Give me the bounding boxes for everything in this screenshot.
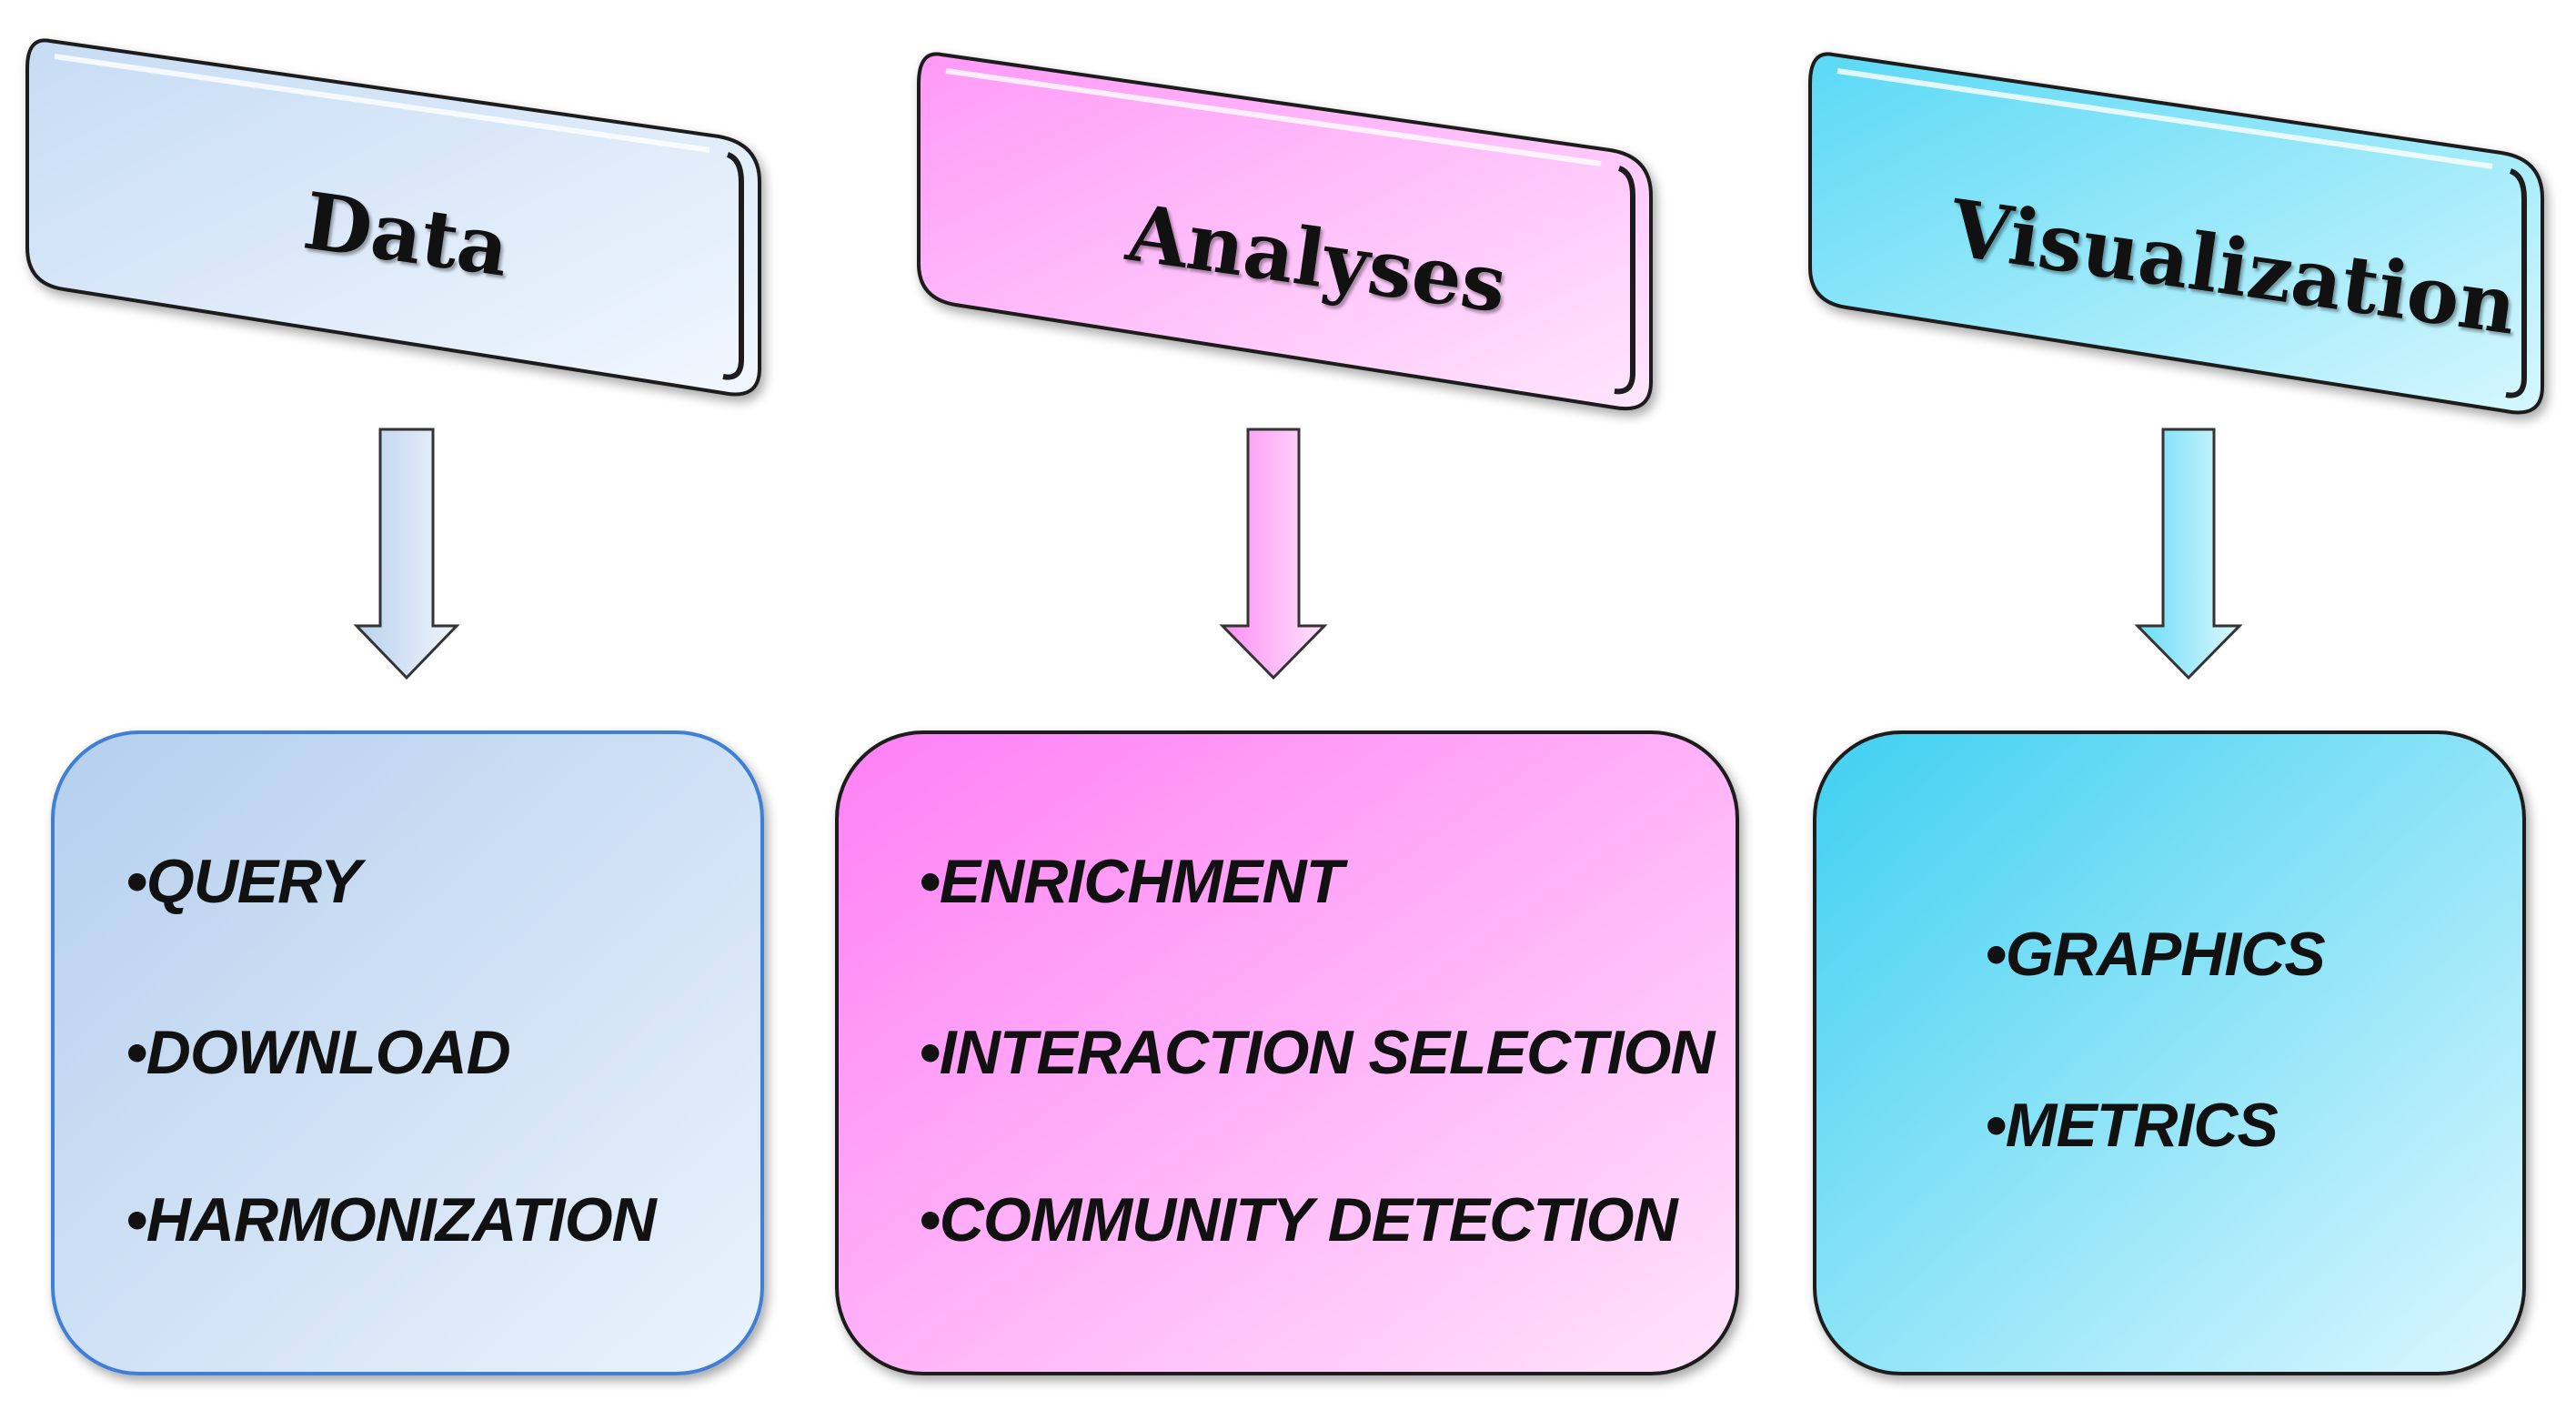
data-item-download: •DOWNLOAD	[126, 1018, 511, 1087]
analyses-arrow	[1219, 428, 1328, 680]
data-header-banner	[25, 38, 761, 397]
data-box	[51, 730, 764, 1375]
visualization-header-banner	[1808, 52, 2544, 415]
visualization-box	[1813, 730, 2526, 1375]
visualization-item-metrics: •METRICS	[1985, 1091, 2279, 1160]
data-item-harmonization: •HARMONIZATION	[126, 1185, 657, 1254]
analyses-box	[835, 730, 1739, 1375]
analyses-item-enrichment: •ENRICHMENT	[919, 847, 1343, 916]
data-arrow	[353, 428, 460, 680]
analyses-item-interaction-selection: •INTERACTION SELECTION	[919, 1018, 1715, 1087]
analyses-item-community-detection: •COMMUNITY DETECTION	[919, 1185, 1678, 1254]
data-item-query: •QUERY	[126, 847, 361, 916]
visualization-arrow	[2134, 428, 2243, 680]
analyses-header-banner	[917, 52, 1653, 411]
visualization-item-graphics: •GRAPHICS	[1985, 920, 2326, 989]
